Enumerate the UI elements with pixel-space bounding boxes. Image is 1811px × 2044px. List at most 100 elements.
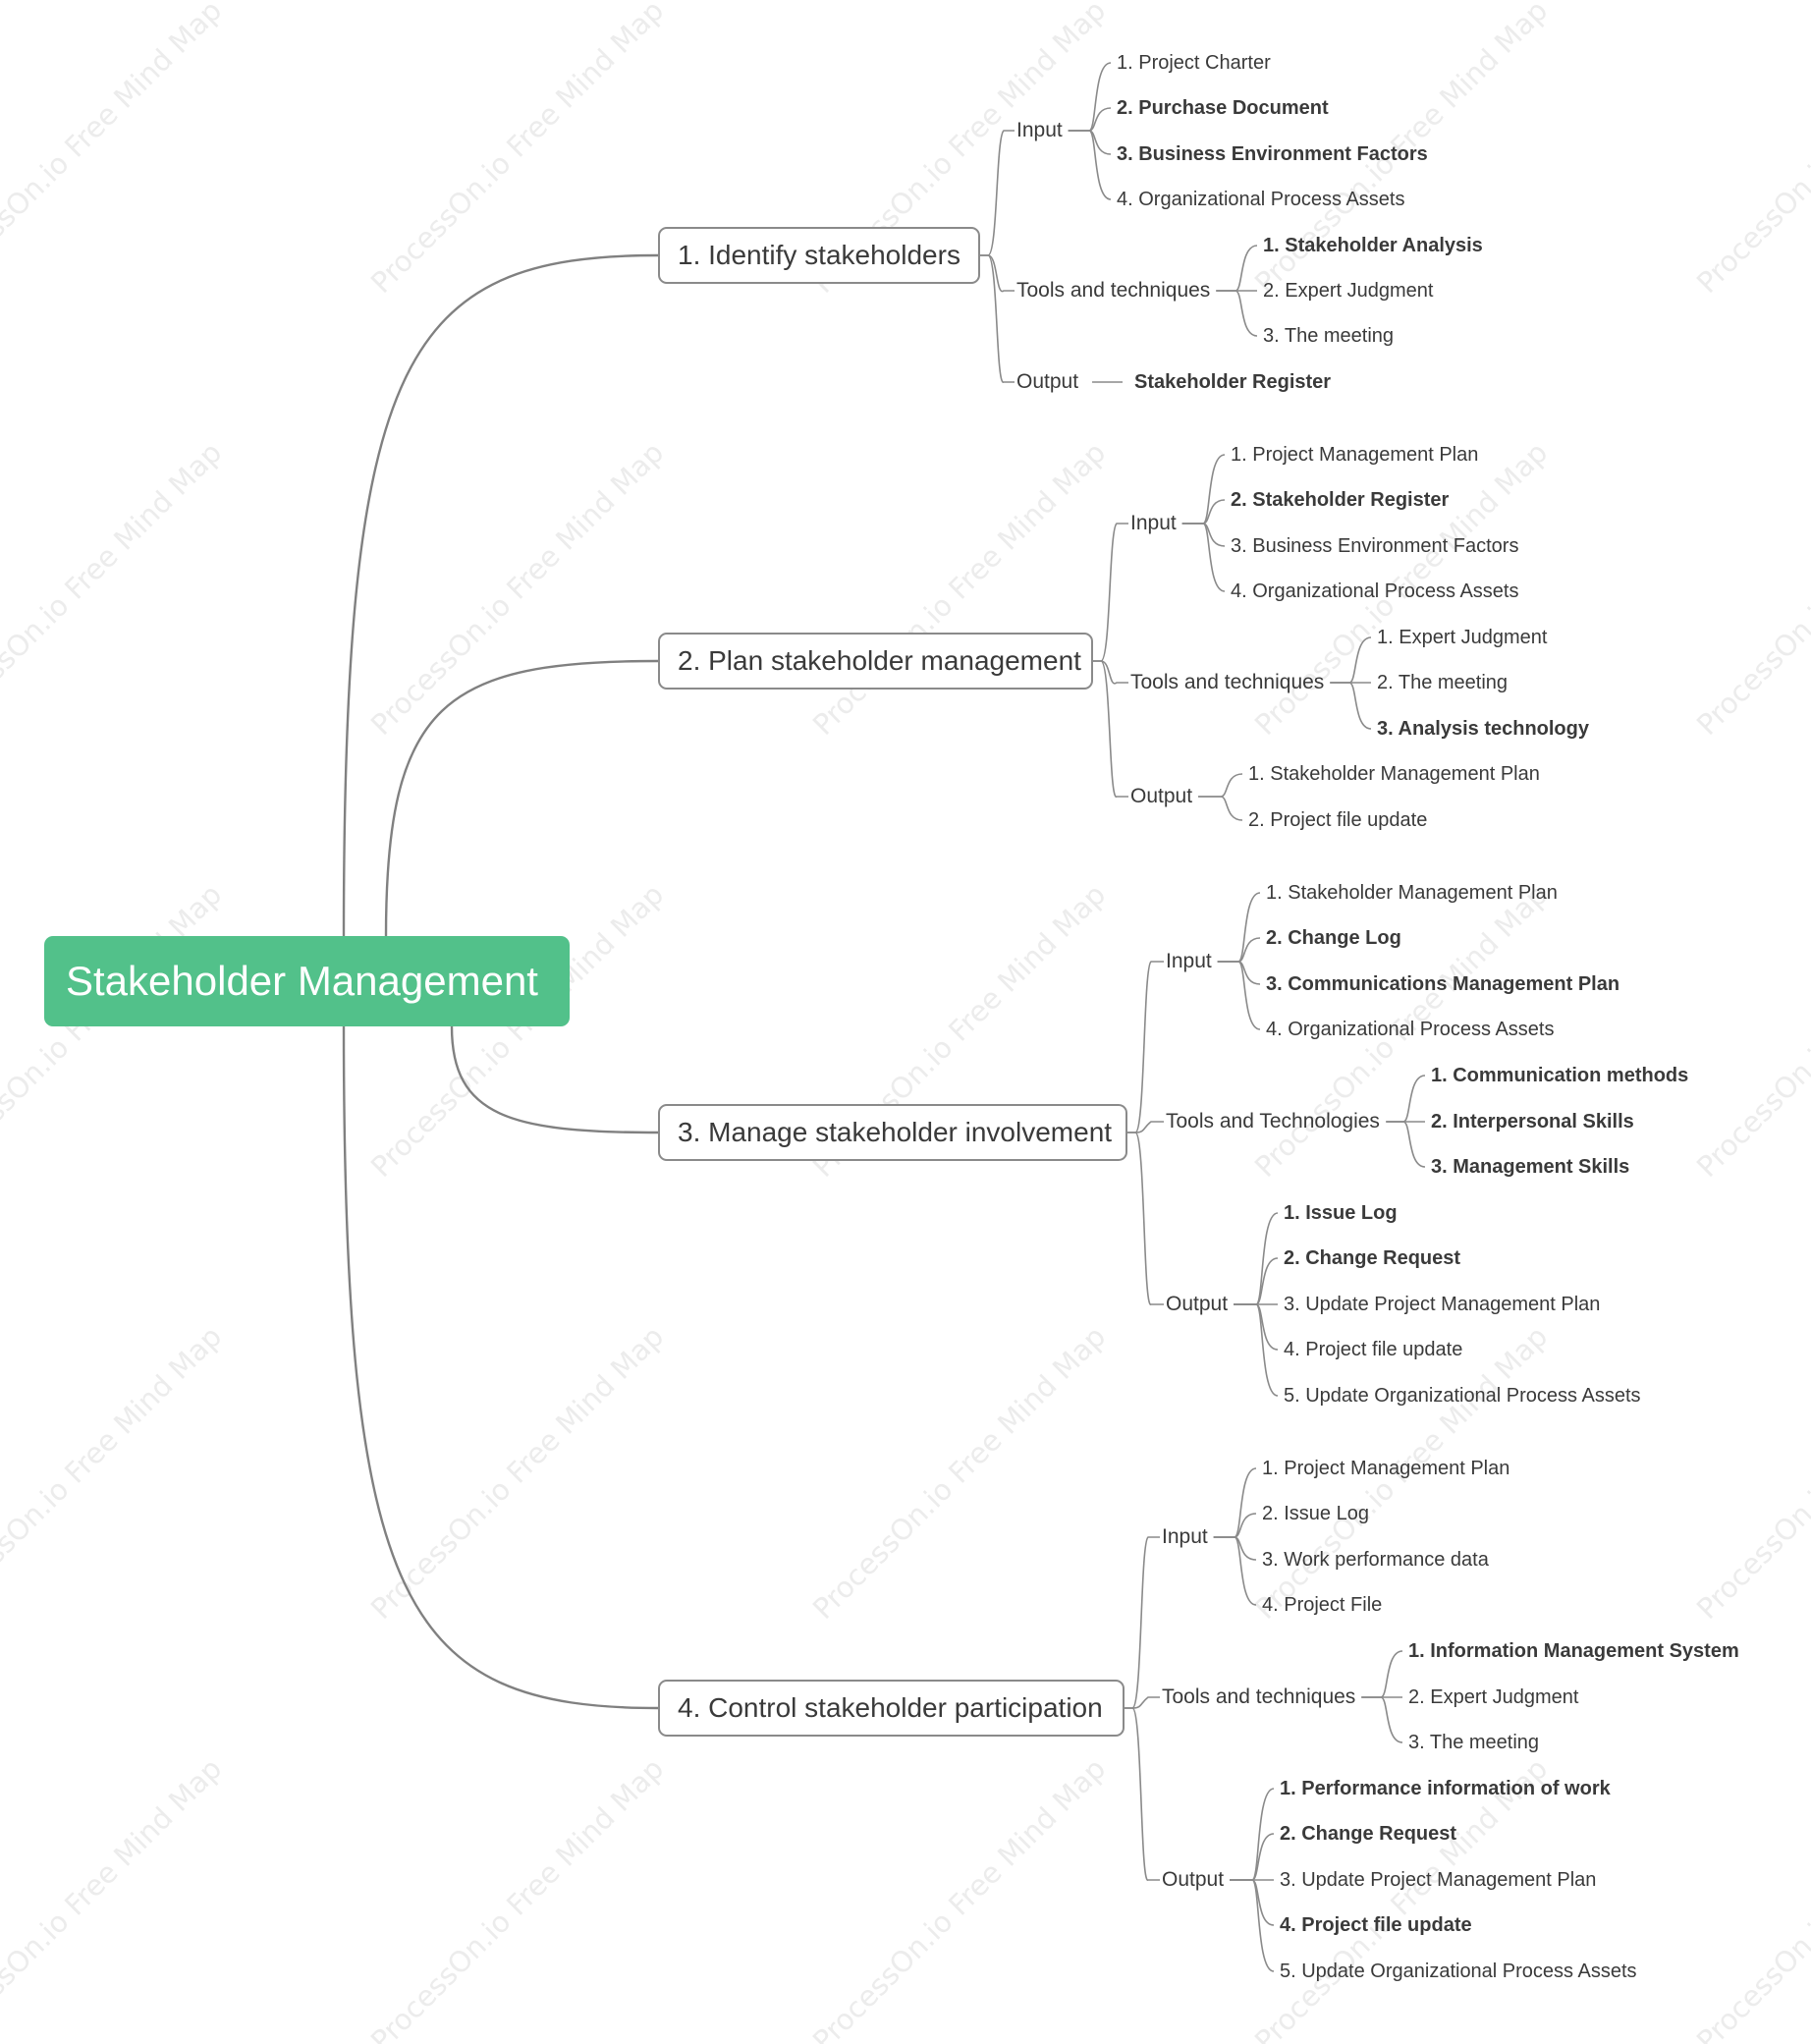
group-leaf-connector (1181, 499, 1226, 525)
root-branch-connector (342, 1025, 659, 1710)
branch-node[interactable]: 1. Identify stakeholders (658, 227, 980, 284)
group-label: Output (1130, 785, 1193, 807)
group-leaf-connector (1181, 523, 1226, 547)
branch-group-connector (1093, 660, 1128, 798)
leaf-item[interactable]: 1. Stakeholder Management Plan (1266, 882, 1558, 904)
group-leaf-connector (1230, 1833, 1275, 1881)
group-leaf-connector (1216, 245, 1258, 292)
leaf-item[interactable]: 1. Project Management Plan (1231, 444, 1479, 466)
group-leaf-connector (1068, 130, 1112, 155)
group-label: Tools and techniques (1130, 671, 1325, 693)
leaf-item[interactable]: 3. Business Environment Factors (1231, 535, 1519, 557)
leaf-item[interactable]: 2. Expert Judgment (1408, 1686, 1579, 1708)
group-leaf-connector (1230, 1879, 1275, 1972)
leaf-item[interactable]: 2. Purchase Document (1117, 97, 1329, 119)
group-label: Tools and techniques (1016, 279, 1211, 302)
leaf-item[interactable]: 4. Organizational Process Assets (1117, 189, 1405, 210)
watermark-text: ProcessOn.io Free Mind Map (1690, 1751, 1811, 2044)
branch-group-connector (980, 254, 1015, 383)
leaf-item[interactable]: 3. Work performance data (1262, 1549, 1489, 1571)
group-leaf-connector (1068, 107, 1112, 132)
watermark-text: ProcessOn.io Free Mind Map (806, 1751, 1112, 2044)
watermark-text: ProcessOn.io Free Mind Map (364, 435, 670, 741)
group-leaf-connector (1361, 1696, 1403, 1743)
leaf-item[interactable]: 1. Stakeholder Analysis (1263, 235, 1483, 256)
leaf-item[interactable]: 3. Update Project Management Plan (1280, 1869, 1597, 1891)
leaf-item[interactable]: 4. Project file update (1280, 1914, 1472, 1936)
leaf-item[interactable]: 1. Project Charter (1117, 52, 1271, 74)
watermark-text: ProcessOn.io Free Mind Map (0, 0, 228, 300)
leaf-item[interactable]: 1. Issue Log (1284, 1202, 1398, 1224)
group-leaf-connector (1217, 937, 1261, 963)
group-label: Input (1162, 1525, 1208, 1548)
leaf-item[interactable]: 2. Project file update (1248, 809, 1428, 831)
branch-node[interactable]: 4. Control stakeholder participation (658, 1680, 1125, 1737)
leaf-item[interactable]: 3. The meeting (1408, 1732, 1540, 1753)
leaf-item[interactable]: 3. Update Project Management Plan (1284, 1294, 1601, 1315)
leaf-item[interactable]: 2. Interpersonal Skills (1431, 1111, 1634, 1132)
branch-group-connector (1127, 961, 1164, 1133)
group-leaf-connector (1386, 1121, 1426, 1168)
root-branch-connector (384, 659, 659, 937)
group-leaf-connector (1181, 523, 1226, 592)
root-node[interactable]: Stakeholder Management (44, 936, 570, 1026)
leaf-item[interactable]: 1. Stakeholder Management Plan (1248, 763, 1540, 785)
leaf-item[interactable]: 3. The meeting (1263, 325, 1395, 347)
leaf-item[interactable]: 4. Organizational Process Assets (1266, 1019, 1555, 1040)
group-leaf-connector (1068, 62, 1112, 132)
leaf-item[interactable]: 4. Organizational Process Assets (1231, 580, 1519, 602)
group-label: Input (1130, 512, 1177, 534)
root-branch-connector (342, 253, 659, 937)
leaf-item[interactable]: 4. Project file update (1284, 1339, 1463, 1360)
branch-group-connector (1127, 1132, 1164, 1305)
leaf-item[interactable]: 2. Stakeholder Register (1231, 489, 1450, 511)
leaf-item[interactable]: 1. Performance information of work (1280, 1778, 1611, 1799)
group-label: Tools and Technologies (1166, 1110, 1380, 1132)
branch-group-connector (1125, 1696, 1160, 1709)
group-leaf-connector (1198, 773, 1243, 798)
group-leaf-connector (1230, 1788, 1275, 1881)
leaf-item[interactable]: 2. The meeting (1377, 672, 1509, 693)
group-label: Input (1166, 950, 1212, 972)
group-leaf-connector (1181, 454, 1226, 525)
group-label: Tools and techniques (1162, 1685, 1356, 1708)
group-leaf-connector (1216, 290, 1258, 337)
leaf-item[interactable]: 3. Management Skills (1431, 1156, 1630, 1178)
watermark-text: ProcessOn.io Free Mind Map (1690, 435, 1811, 741)
watermark-text: ProcessOn.io Free Mind Map (364, 1751, 670, 2044)
root-branch-connector (450, 1025, 659, 1134)
branch-group-connector (1127, 1121, 1164, 1133)
leaf-item[interactable]: 1. Information Management System (1408, 1640, 1739, 1662)
branch-node[interactable]: 2. Plan stakeholder management (658, 633, 1093, 690)
leaf-item[interactable]: 2. Expert Judgment (1263, 280, 1434, 302)
group-leaf-connector (1217, 892, 1261, 963)
watermark-text: ProcessOn.io Free Mind Map (1690, 1319, 1811, 1625)
branch-group-connector (980, 130, 1015, 256)
leaf-item[interactable]: 3. Business Environment Factors (1117, 143, 1428, 165)
group-leaf-connector (1213, 1536, 1257, 1606)
leaf-item[interactable]: 3. Communications Management Plan (1266, 973, 1620, 995)
leaf-item[interactable]: 2. Change Log (1266, 927, 1401, 949)
leaf-item[interactable]: 3. Analysis technology (1377, 718, 1589, 740)
group-leaf-connector (1234, 1303, 1279, 1397)
leaf-item[interactable]: 2. Change Request (1280, 1823, 1457, 1845)
group-leaf-connector (1230, 1879, 1275, 1926)
group-leaf-connector (1213, 1536, 1257, 1561)
branch-node[interactable]: 3. Manage stakeholder involvement (658, 1104, 1127, 1161)
watermark-text: ProcessOn.io Free Mind Map (0, 1751, 228, 2044)
branch-group-connector (1125, 1707, 1160, 1881)
leaf-item[interactable]: 1. Project Management Plan (1262, 1458, 1510, 1479)
leaf-item[interactable]: 1. Communication methods (1431, 1065, 1689, 1086)
leaf-item[interactable]: 4. Project File (1262, 1594, 1383, 1616)
leaf-item[interactable]: 5. Update Organizational Process Assets (1280, 1961, 1637, 1982)
leaf-item[interactable]: 2. Change Request (1284, 1247, 1461, 1269)
leaf-item[interactable]: 1. Expert Judgment (1377, 627, 1548, 648)
group-leaf-connector (1234, 1303, 1279, 1351)
group-leaf-connector (1234, 1212, 1279, 1305)
leaf-item[interactable]: Stakeholder Register (1134, 371, 1332, 393)
leaf-item[interactable]: 2. Issue Log (1262, 1503, 1369, 1524)
branch-group-connector (1093, 660, 1128, 685)
leaf-item[interactable]: 5. Update Organizational Process Assets (1284, 1385, 1641, 1407)
group-label: Input (1016, 119, 1063, 141)
